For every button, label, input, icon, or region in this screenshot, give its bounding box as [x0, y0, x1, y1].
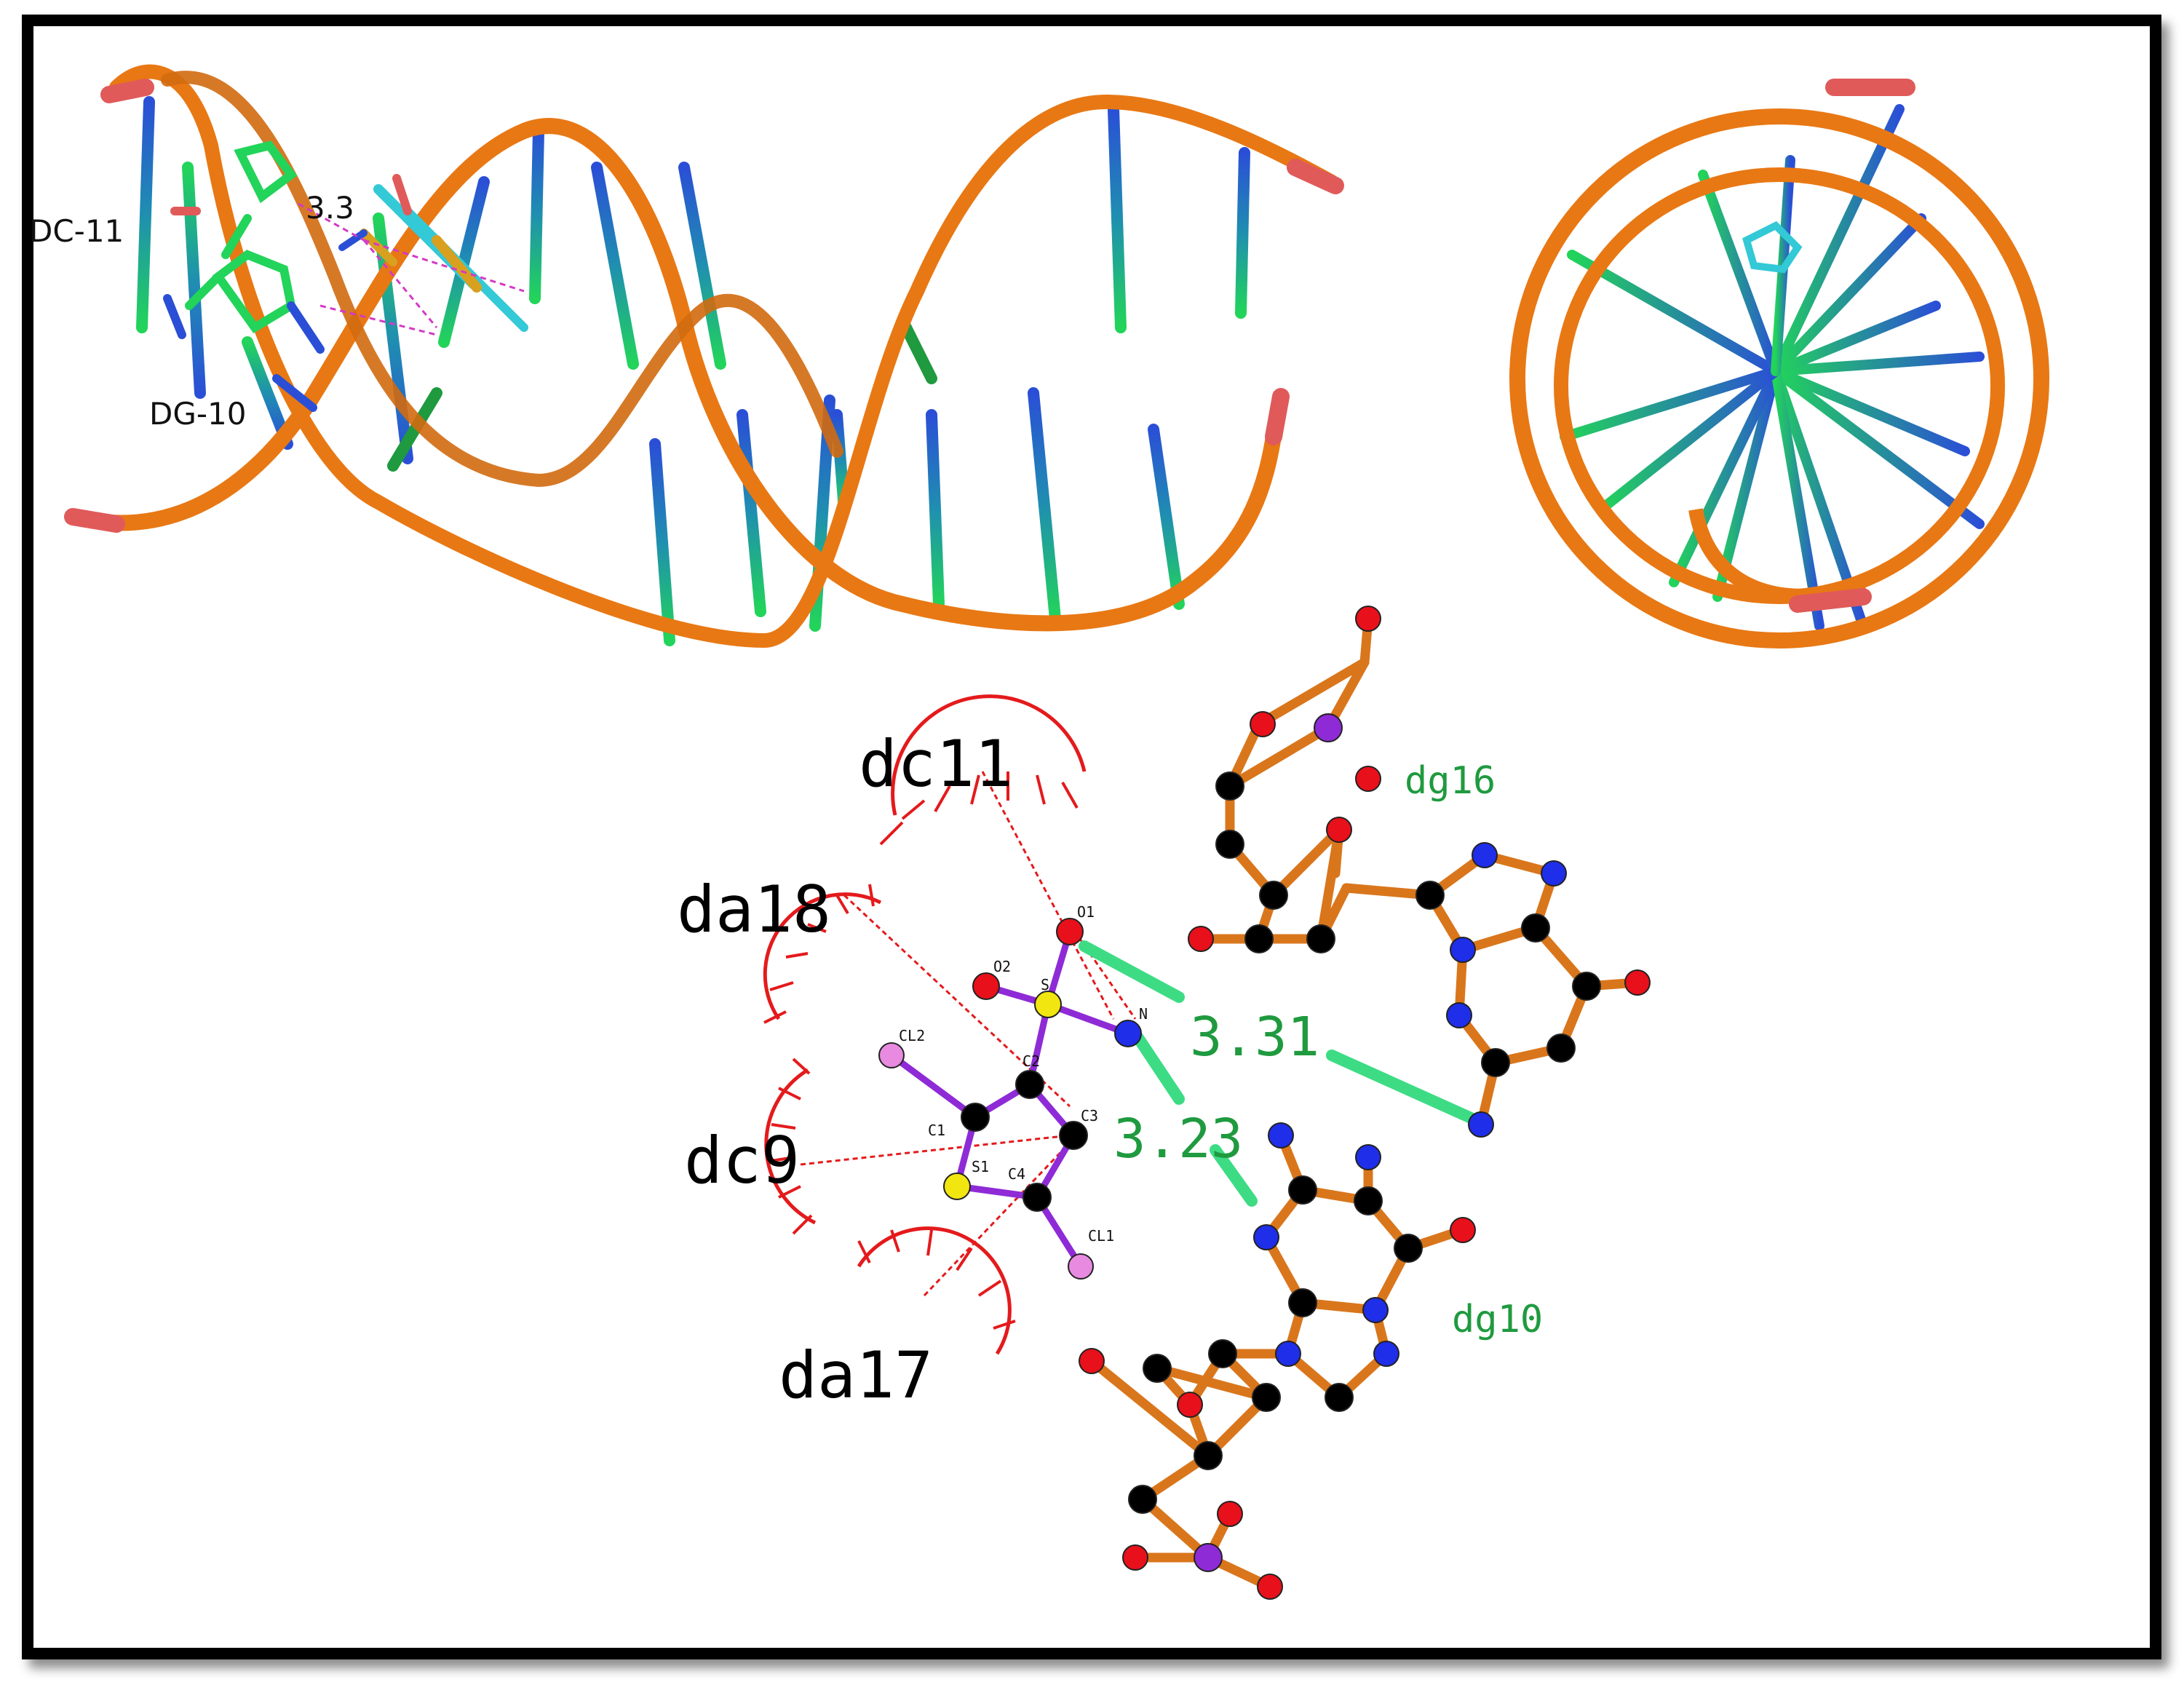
residue-label-dg10: dg10 [1452, 1298, 1543, 1341]
axial-backbone-outer [1509, 108, 2049, 648]
ligand-sticks [163, 140, 528, 412]
hydrophobic-label-dc11: dc11 [859, 726, 1013, 801]
strand-end-marker [1789, 588, 1872, 613]
dna-backbone-strand-back [109, 64, 1339, 648]
hydrophobic-arc-dc9 [764, 1068, 817, 1225]
atom-O2 [972, 972, 1000, 1000]
hydrophobic-arc-da17 [857, 1226, 1012, 1355]
hydrophobic-ticks [763, 771, 1079, 1330]
hydrogen-bonds [1079, 940, 1483, 1207]
atom-label-c3: C3 [1081, 1107, 1098, 1124]
atom-label-n: N [1139, 1005, 1148, 1023]
hbond-bar-3-23a [1129, 1028, 1185, 1105]
atom-C4 [1022, 1183, 1052, 1212]
strand-end-marker [1287, 159, 1344, 194]
hbond-bar-3-23b [1210, 1144, 1258, 1207]
residue-label-dg10: DG-10 [149, 396, 247, 432]
hbond-bar-3-31a [1079, 940, 1185, 1003]
strand-end-marker [100, 79, 154, 103]
atom-C3 [1059, 1121, 1088, 1150]
ligand-atoms [878, 918, 1142, 1280]
hydrophobic-arc-da18 [763, 892, 882, 1020]
hbond-distance-3-23: 3.23 [1113, 1108, 1243, 1170]
residue-dg16: dg16 [1188, 606, 1651, 1138]
hydrophobic-label-da18: da18 [677, 872, 831, 947]
atom-C1 [961, 1103, 990, 1132]
atom-label-c2: C2 [1022, 1052, 1040, 1070]
dna-helix-axial-view [1509, 79, 2049, 648]
ligplot-diagram: O1 O2 S N CL2 C2 C3 C1 S1 C4 CL1 [677, 606, 1651, 1600]
residue-label-dc11: DC-11 [29, 213, 124, 249]
hydrophobic-arcs [763, 694, 1087, 1355]
strand-end-marker [1265, 388, 1290, 445]
residue-dg10: dg10 [1079, 1122, 1543, 1600]
atom-CL1 [1068, 1253, 1094, 1280]
atom-label-c4: C4 [1008, 1165, 1025, 1183]
hydrophobic-arc-dc11 [891, 694, 1087, 816]
hbond-distance-3-31: 3.31 [1190, 1006, 1319, 1068]
axial-ligand [1742, 221, 1803, 274]
atom-O1 [1056, 918, 1084, 945]
atom-N [1114, 1020, 1142, 1047]
hydrophobic-label-dc9: dc9 [684, 1123, 800, 1198]
atom-label-c1: C1 [928, 1122, 945, 1139]
hydrophobic-label-da17: da17 [779, 1338, 933, 1413]
atom-label-o1: O1 [1077, 903, 1095, 921]
atom-S [1034, 991, 1062, 1018]
atom-label-s1: S1 [972, 1158, 989, 1175]
atom-label-o2: O2 [993, 958, 1011, 975]
ligand-bonds [888, 928, 1132, 1270]
contact-dashed-lines [800, 771, 1137, 1297]
atom-label-cl1: CL1 [1088, 1227, 1114, 1245]
residue-label-dg16: dg16 [1405, 759, 1496, 803]
distance-label: 3.3 [306, 190, 354, 226]
atom-label-cl2: CL2 [899, 1027, 925, 1044]
dna-helix-side-view: DC-11 DG-10 3.3 [29, 64, 1344, 648]
axial-base-spokes [1516, 104, 1985, 631]
hbond-bar-3-31b [1326, 1050, 1483, 1127]
strand-end-marker [64, 508, 125, 533]
polar-contacts [298, 202, 525, 336]
dna-backbone-strand-front [65, 118, 1282, 632]
atom-label-s: S [1041, 976, 1049, 993]
atom-S1 [943, 1173, 971, 1200]
atom-CL2 [878, 1042, 905, 1068]
ligand-atom-labels: O1 O2 S N CL2 C2 C3 C1 S1 C4 CL1 [899, 903, 1148, 1245]
atom-C2 [1015, 1070, 1044, 1099]
